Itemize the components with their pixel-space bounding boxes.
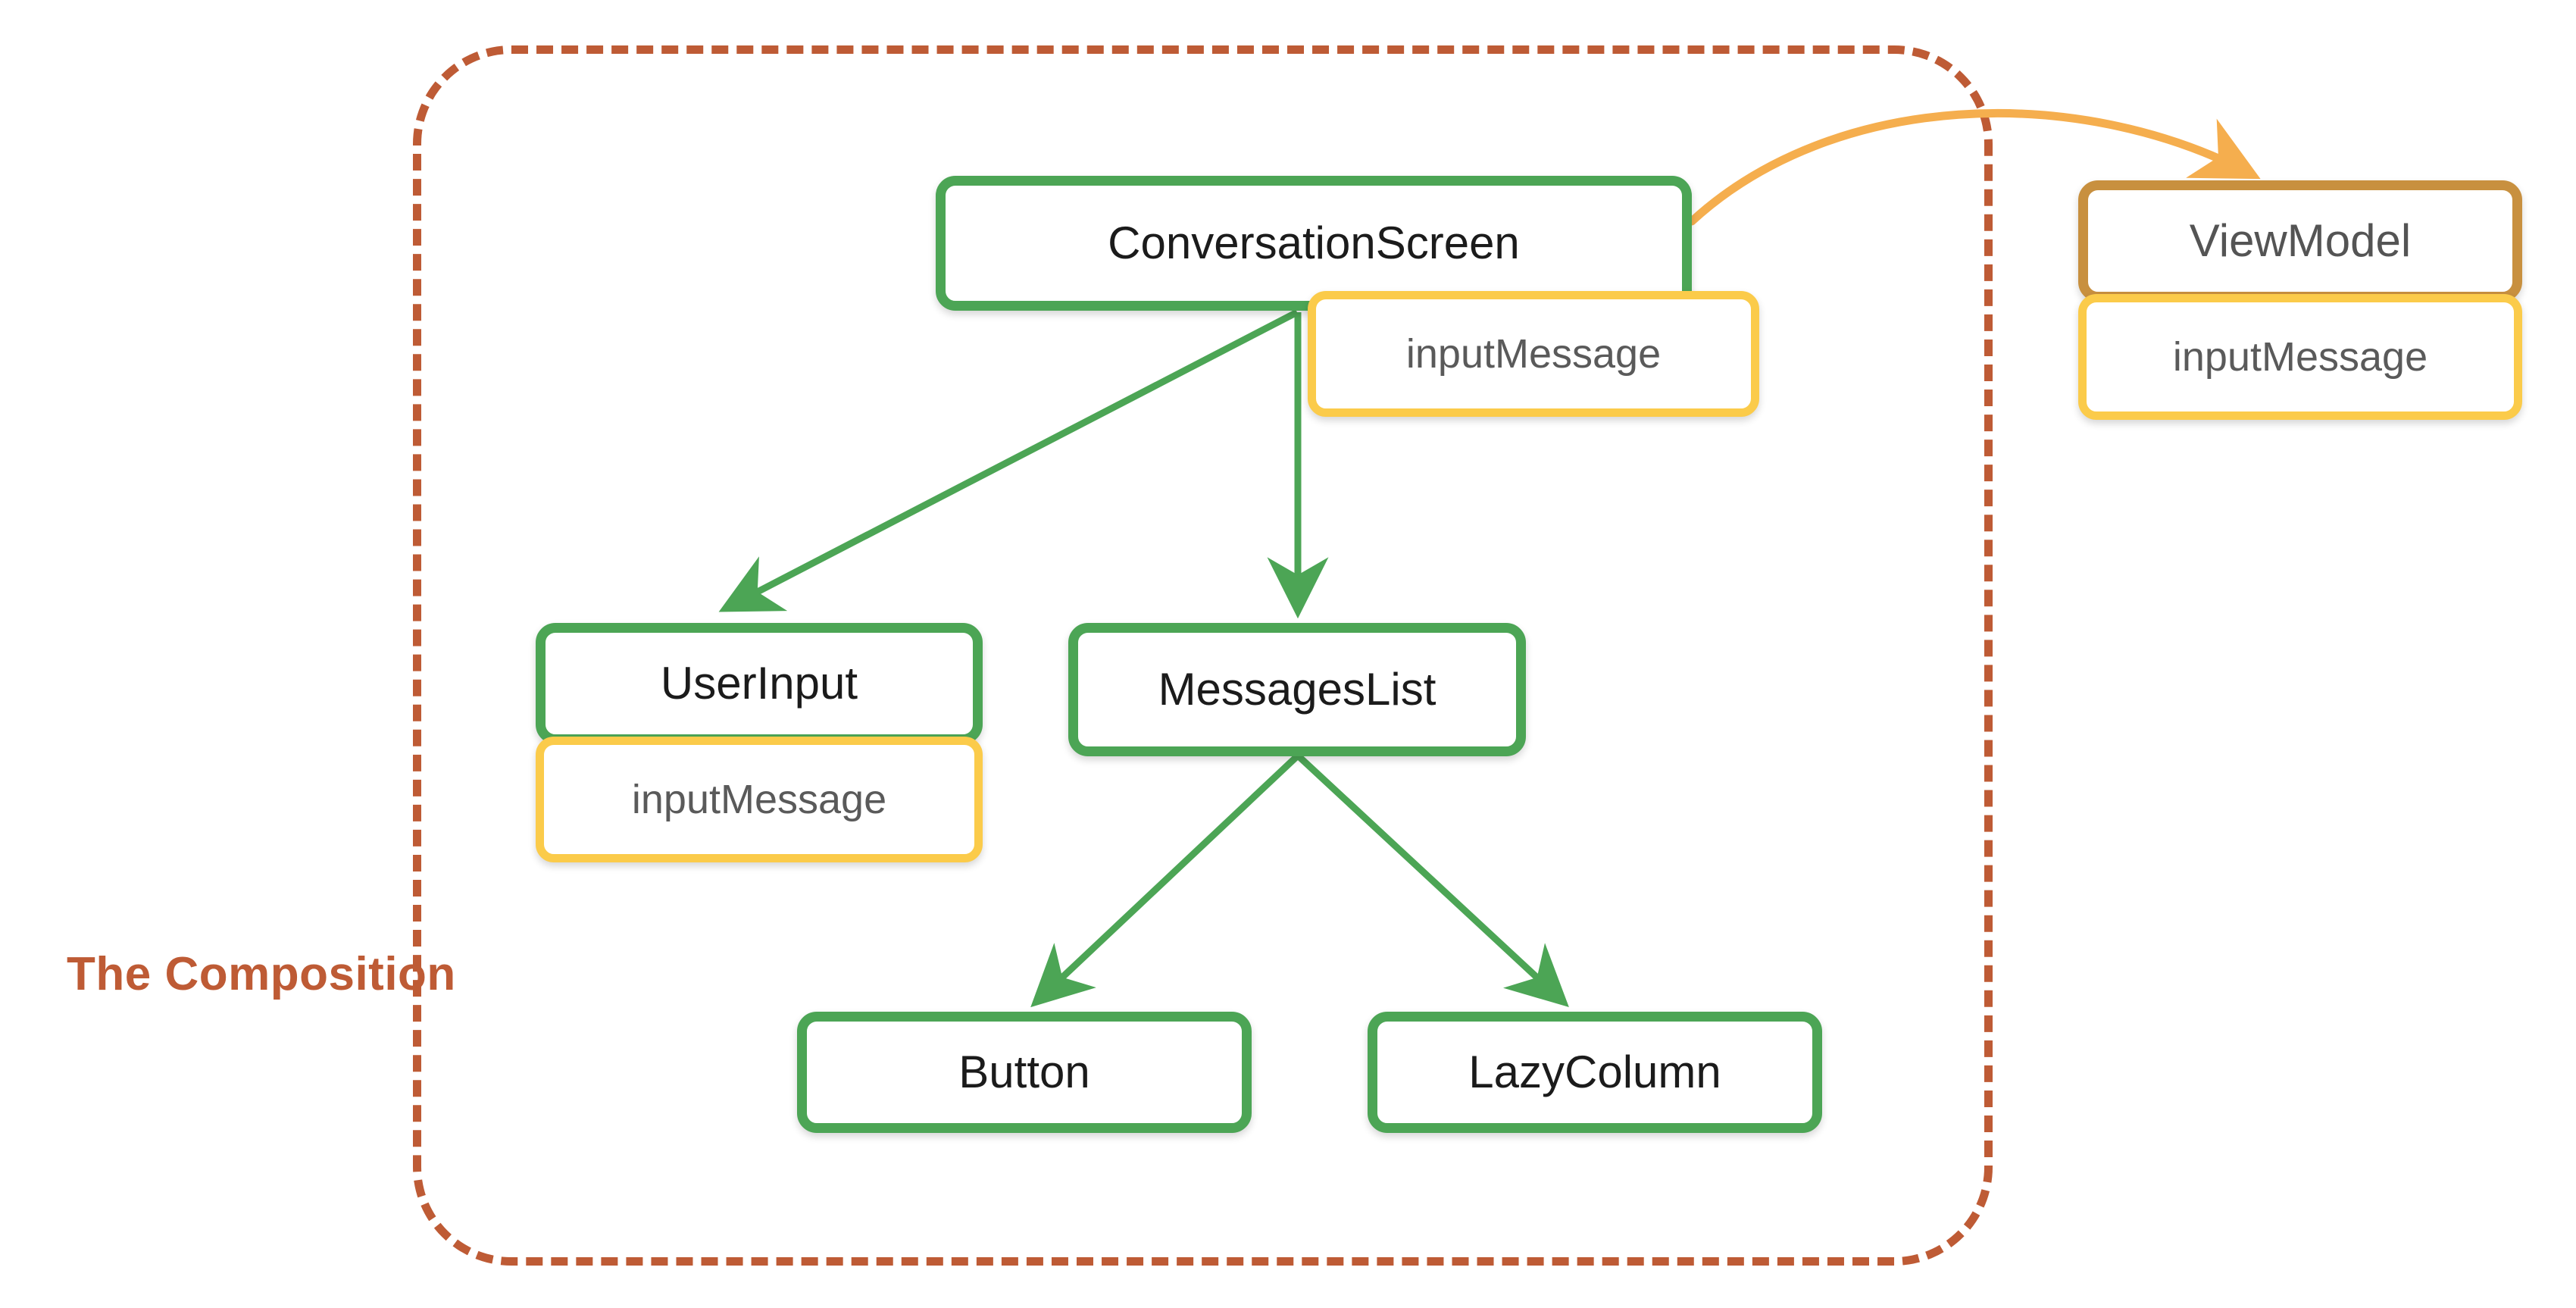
node-lazycolumn[interactable]: LazyColumn	[1368, 1012, 1822, 1133]
state-badge-viewmodel-label: inputMessage	[2172, 334, 2428, 380]
composition-caption: The Composition	[67, 948, 456, 1000]
node-lazycolumn-label: LazyColumn	[1468, 1047, 1721, 1097]
state-badge-conversationscreen-label: inputMessage	[1405, 331, 1662, 377]
node-messageslist-label: MessagesList	[1158, 664, 1436, 715]
composition-boundary	[413, 45, 1993, 1266]
node-viewmodel[interactable]: ViewModel	[2078, 180, 2522, 302]
state-badge-userinput-label: inputMessage	[631, 777, 887, 822]
state-badge-userinput-inputmessage[interactable]: inputMessage	[536, 737, 983, 862]
node-viewmodel-label: ViewModel	[2189, 215, 2412, 266]
node-button[interactable]: Button	[797, 1012, 1252, 1133]
node-button-label: Button	[958, 1047, 1090, 1097]
node-messageslist[interactable]: MessagesList	[1068, 623, 1526, 756]
state-badge-viewmodel-inputmessage[interactable]: inputMessage	[2078, 294, 2522, 420]
node-userinput[interactable]: UserInput	[536, 623, 983, 744]
node-userinput-label: UserInput	[660, 658, 858, 709]
node-conversationscreen-label: ConversationScreen	[1108, 217, 1520, 268]
state-badge-conversationscreen-inputmessage[interactable]: inputMessage	[1308, 291, 1759, 417]
